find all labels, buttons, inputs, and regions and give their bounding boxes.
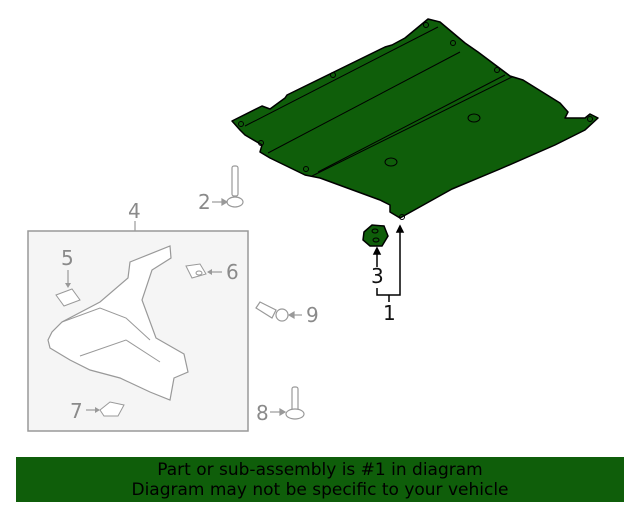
- callout-4[interactable]: 4: [128, 199, 141, 223]
- callout-1[interactable]: 1: [383, 301, 396, 325]
- callout-3[interactable]: 3: [371, 264, 384, 288]
- leader-lines-1-3: [372, 224, 405, 302]
- banner-line-2: Diagram may not be specific to your vehi…: [131, 480, 509, 500]
- callout-9[interactable]: 9: [306, 303, 319, 327]
- part-info-banner: Part or sub-assembly is #1 in diagram Di…: [16, 457, 624, 502]
- clip-part-3[interactable]: [362, 224, 389, 247]
- inset-box-part-4[interactable]: [27, 221, 249, 432]
- screw-part-8[interactable]: [270, 386, 305, 420]
- callout-8[interactable]: 8: [256, 401, 269, 425]
- banner-line-1: Part or sub-assembly is #1 in diagram: [157, 460, 483, 480]
- callout-2[interactable]: 2: [198, 190, 211, 214]
- callout-7[interactable]: 7: [70, 399, 83, 423]
- screw-part-9[interactable]: [255, 301, 302, 322]
- bolt-part-2[interactable]: [212, 165, 244, 208]
- callout-6[interactable]: 6: [226, 260, 239, 284]
- skid-plate-part-1[interactable]: [231, 18, 599, 220]
- callout-5[interactable]: 5: [61, 246, 74, 270]
